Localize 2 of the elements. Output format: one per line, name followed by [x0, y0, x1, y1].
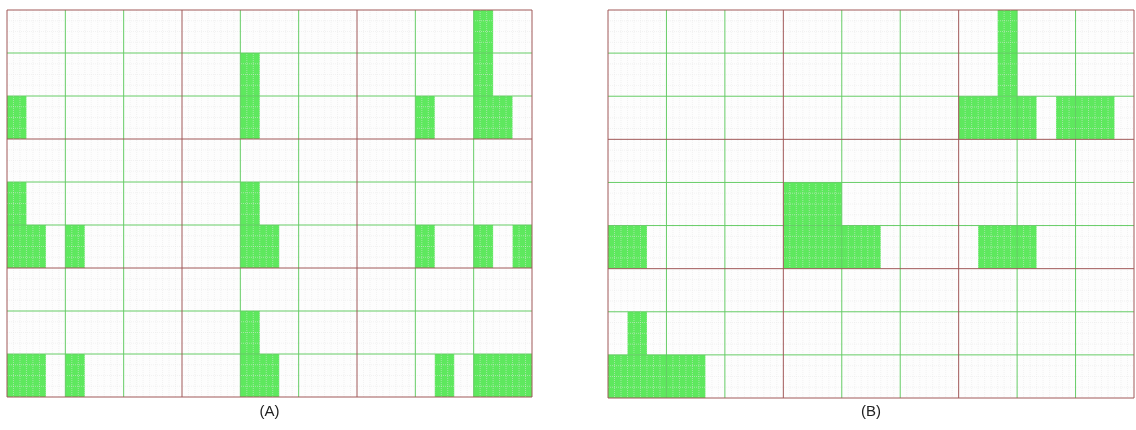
panel-label: (A) — [259, 402, 280, 419]
panel-label: (B) — [861, 402, 881, 419]
